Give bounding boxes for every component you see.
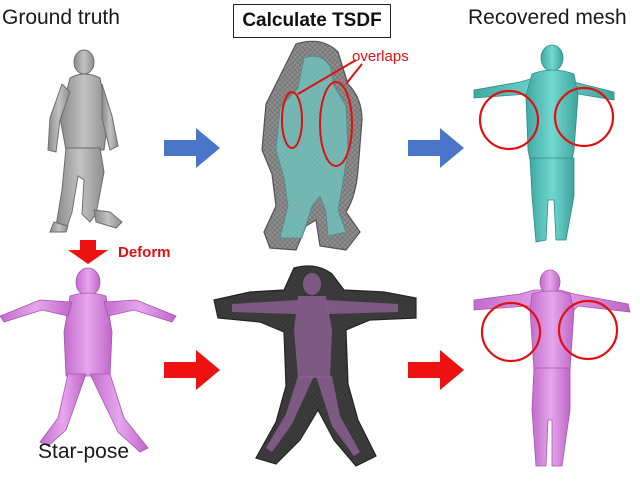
right-arrow-icon (164, 350, 220, 390)
overlap-annotations (281, 59, 363, 167)
recovered-pink-circles (480, 299, 619, 363)
recovered-pink-mesh (473, 269, 631, 467)
recovered-cyan-circles (478, 86, 615, 151)
right-arrow-icon (408, 350, 464, 390)
right-arrow-icon (408, 128, 464, 168)
down-arrow-icon (68, 240, 108, 264)
label-deform: Deform (118, 244, 171, 261)
label-calculate-tsdf: Calculate TSDF (233, 4, 391, 38)
label-recovered-mesh: Recovered mesh (468, 6, 627, 29)
label-ground-truth: Ground truth (2, 6, 120, 29)
label-star-pose: Star-pose (38, 440, 130, 463)
ground-truth-figure (47, 49, 123, 233)
right-arrow-icon (164, 128, 220, 168)
label-overlaps: overlaps (352, 48, 409, 65)
tsdf-walking-shell (261, 40, 363, 251)
star-pose-figure (0, 267, 177, 453)
tsdf-star-shell (213, 265, 417, 467)
